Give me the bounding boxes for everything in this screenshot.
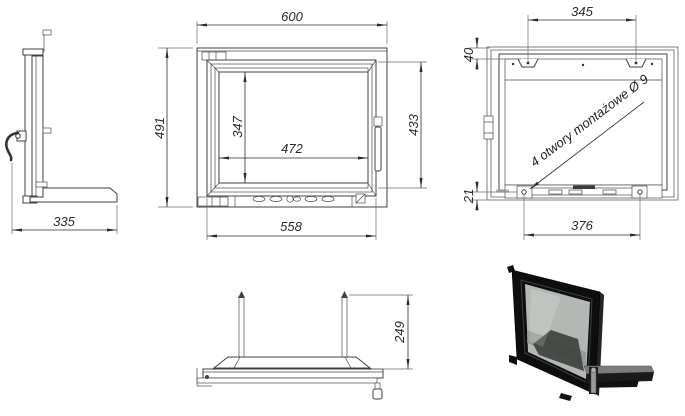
dim-label-472: 472 [281,141,303,156]
dim-label-376: 376 [571,218,593,233]
dim-label-21: 21 [461,189,476,204]
side-top-cap [22,48,44,56]
front-top-hinge [201,51,227,61]
dim-label-433: 433 [406,113,421,135]
side-shelf [29,187,118,203]
side-handle [5,130,27,162]
back-bottom-rail [496,184,663,199]
side-shelf-mount [35,181,48,188]
dim-label-345: 345 [571,4,593,19]
back-view: 345 376 40 21 4 otwory montażowe [461,4,679,240]
back-outer-flange [486,46,679,201]
top-view-front-bar [202,368,384,379]
dim-front-door-height: 433 [378,61,427,189]
top-view-posts [238,291,348,357]
dim-label-491: 491 [152,117,167,139]
dim-front-outer-height: 491 [152,47,193,208]
front-outer-frame [196,47,388,208]
top-view-frame-plate [212,356,372,369]
dim-label-249: 249 [392,321,407,344]
dim-front-glass-height: 347 [230,72,247,183]
dim-label-335: 335 [53,214,75,229]
dim-label-600: 600 [281,9,303,24]
dim-side-width: 335 [11,163,118,234]
dim-front-outer-width: 600 [196,9,388,44]
dim-back-bottom-offset: 21 [461,181,517,211]
back-top-hole-right [634,61,638,65]
dim-label-558: 558 [280,219,302,234]
front-glass [218,71,369,184]
render-bottom-tab [559,393,572,401]
product-render [507,265,655,401]
back-handle [483,115,494,140]
back-top-hole-left [526,61,530,65]
dim-top-depth: 249 [349,294,413,370]
dim-back-top-offset: 40 [461,37,521,70]
dim-front-glass-width: 472 [219,141,368,160]
front-bottom-hinge [197,196,229,207]
front-handle [373,116,383,172]
front-bottom-strip [197,193,366,207]
top-view-hinge-pin [205,375,209,379]
side-view: 335 [5,29,118,234]
side-top-pin [42,29,52,36]
dim-back-bottom-holes: 376 [523,194,641,240]
render-handle [589,367,598,394]
render-interior-plate [533,330,584,371]
front-air-vents [252,195,335,203]
back-logo-stamp [573,185,595,189]
side-mid-pin [42,127,52,134]
dim-front-door-width: 558 [206,198,377,240]
top-view-rail [196,377,378,384]
side-frame-plate [31,55,44,202]
dim-back-top-holes: 345 [527,4,637,62]
side-door-plate [24,51,33,204]
top-view-handle [372,382,383,400]
dim-label-347: 347 [230,115,245,137]
top-view: 249 [196,291,413,400]
front-view: 600 491 433 347 472 [152,9,427,240]
back-left-stamp [496,189,509,193]
dim-label-40: 40 [461,47,476,62]
back-top-mount-holes [511,58,654,68]
